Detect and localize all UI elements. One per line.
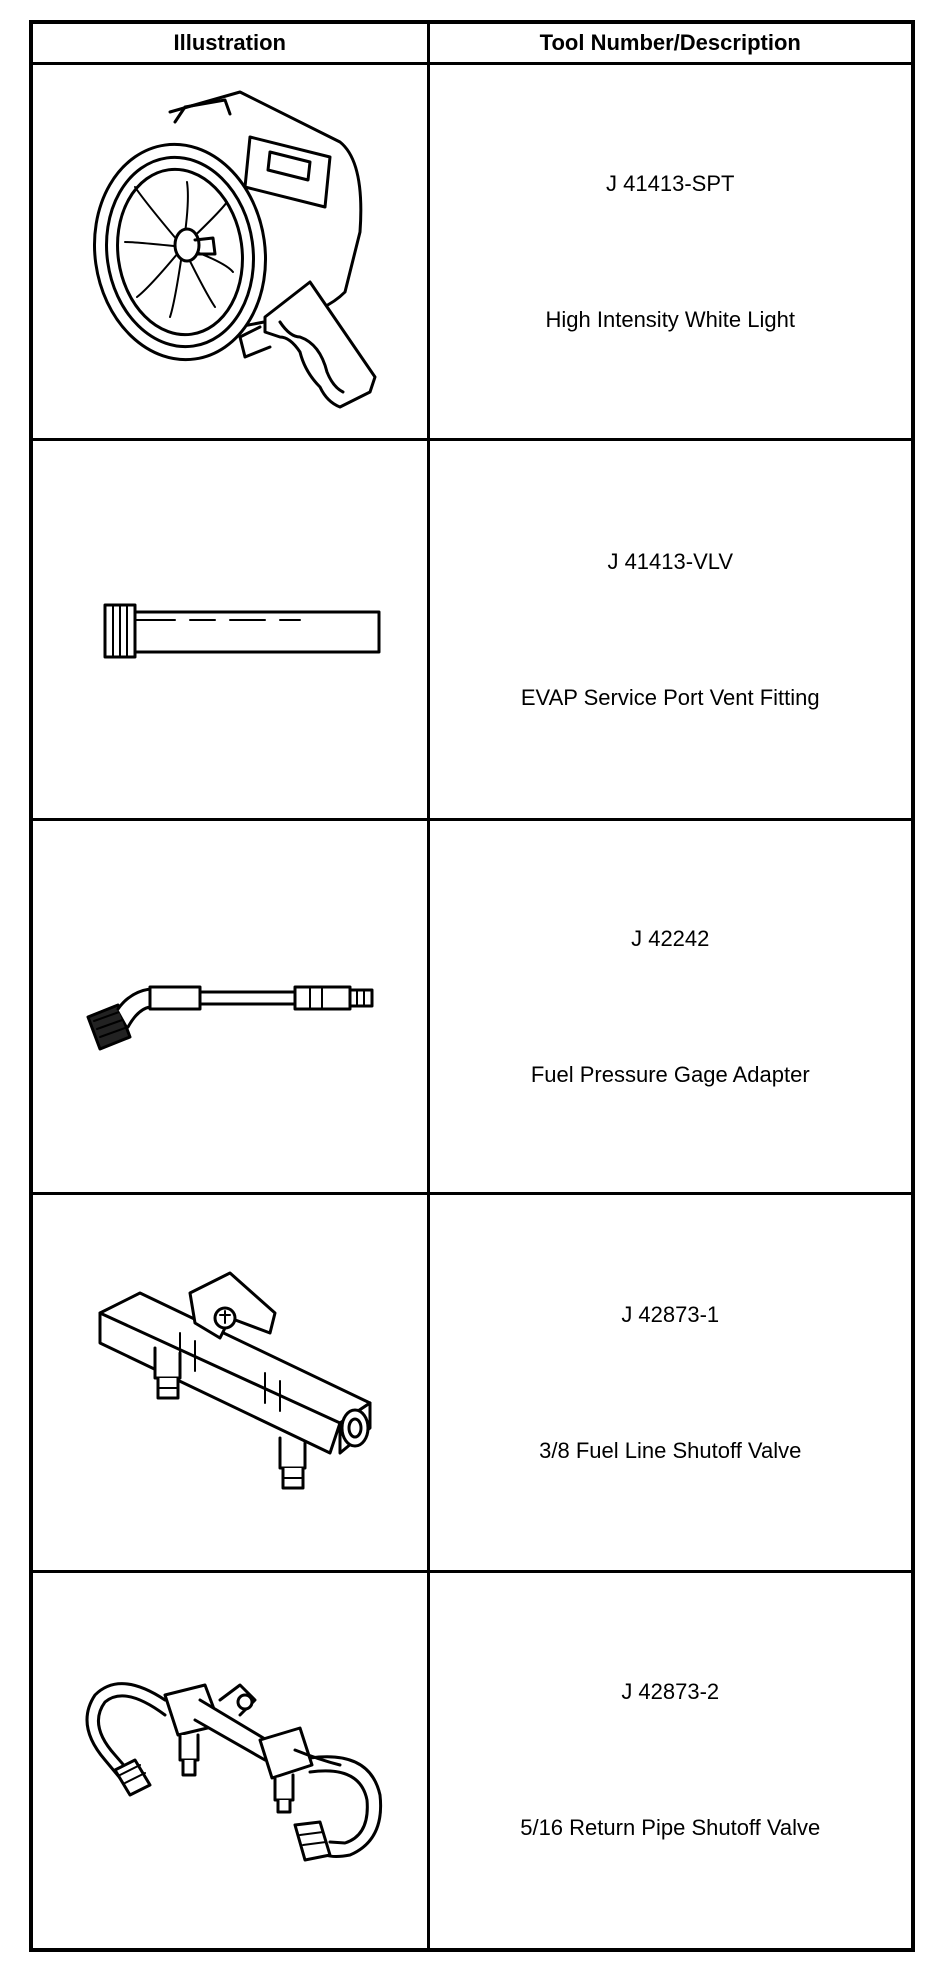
- header-tool-number-description: Tool Number/Description: [426, 20, 915, 65]
- tool-number: J 42873-2: [621, 1679, 720, 1705]
- shutoff-valve-icon: [98, 1271, 372, 1489]
- tool-number: J 42242: [631, 925, 710, 951]
- illustration-cell: [29, 818, 430, 1195]
- spotlight-icon: [92, 90, 377, 408]
- tool-description: High Intensity White Light: [545, 306, 795, 332]
- description-cell: J 41413-VLV EVAP Service Port Vent Fitti…: [426, 438, 915, 821]
- description-cell: J 41413-SPT High Intensity White Light: [426, 62, 915, 441]
- header-illustration: Illustration: [29, 20, 430, 65]
- gage-adapter-icon: [86, 985, 374, 1050]
- table-row: J 41413-SPT High Intensity White Light: [29, 62, 915, 441]
- table-row: J 42873-1 3/8 Fuel Line Shutoff Valve: [29, 1192, 915, 1573]
- description-cell: J 42873-1 3/8 Fuel Line Shutoff Valve: [426, 1192, 915, 1573]
- illustration-cell: [29, 1570, 430, 1951]
- header-row: Illustration Tool Number/Description: [29, 20, 915, 65]
- illustration-cell: [29, 1192, 430, 1573]
- description-cell: J 42242 Fuel Pressure Gage Adapter: [426, 818, 915, 1195]
- table-row: J 41413-VLV EVAP Service Port Vent Fitti…: [29, 438, 915, 821]
- tool-number: J 41413-SPT: [606, 170, 735, 196]
- tool-table: Illustration Tool Number/Description: [29, 20, 915, 1952]
- tool-description: Fuel Pressure Gage Adapter: [530, 1061, 810, 1087]
- vent-fitting-icon: [103, 603, 381, 658]
- tool-description: 3/8 Fuel Line Shutoff Valve: [539, 1437, 802, 1463]
- tool-number: J 41413-VLV: [607, 548, 734, 574]
- tool-number: J 42873-1: [621, 1301, 720, 1327]
- tool-description: EVAP Service Port Vent Fitting: [520, 684, 820, 710]
- table-row: J 42242 Fuel Pressure Gage Adapter: [29, 818, 915, 1195]
- description-cell: J 42873-2 5/16 Return Pipe Shutoff Valve: [426, 1570, 915, 1951]
- table-row: J 42873-2 5/16 Return Pipe Shutoff Valve: [29, 1570, 915, 1951]
- return-pipe-valve-icon: [85, 1682, 382, 1862]
- illustration-cell: [29, 438, 430, 821]
- tool-description: 5/16 Return Pipe Shutoff Valve: [520, 1815, 821, 1841]
- illustration-cell: [29, 62, 430, 441]
